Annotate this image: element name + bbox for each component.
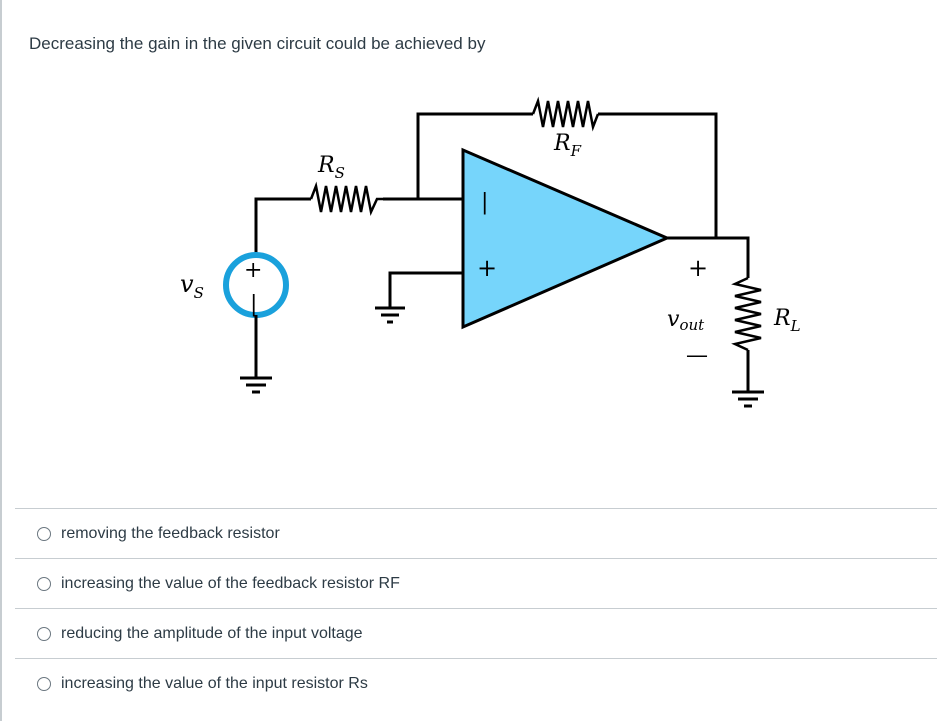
radio-button[interactable] (37, 626, 51, 641)
rf-label: RF (553, 131, 582, 160)
question-text: Decreasing the gain in the given circuit… (29, 34, 486, 53)
answer-list: removing the feedback resistor increasin… (15, 508, 937, 708)
rl-ground-icon (732, 390, 764, 408)
rf-resistor (531, 96, 600, 132)
out-plus: + (688, 254, 708, 282)
answer-option-2[interactable]: increasing the value of the feedback res… (15, 558, 937, 608)
rs-label: RS (317, 153, 345, 182)
plus-input-ground-icon (375, 306, 405, 324)
opamp-triangle (461, 147, 671, 330)
circuit-diagram: RF RS + | vS | + RL + (180, 96, 801, 408)
radio-button[interactable] (37, 526, 51, 541)
feedback-wires (416, 112, 718, 238)
answer-label: increasing the value of the input resist… (61, 674, 368, 692)
source-ground-icon (240, 376, 272, 394)
opamp-minus: | (481, 190, 488, 215)
answer-option-3[interactable]: reducing the amplitude of the input volt… (15, 608, 937, 658)
opamp-plus: + (477, 254, 497, 282)
answer-option-4[interactable]: increasing the value of the input resist… (15, 658, 937, 708)
rl-label: RL (773, 306, 801, 335)
rs-resistor (309, 181, 383, 217)
answer-label: increasing the value of the feedback res… (61, 574, 400, 592)
left-border (0, 0, 2, 721)
radio-button[interactable] (37, 676, 51, 691)
out-minus: — (686, 343, 708, 368)
input-wires (254, 197, 463, 258)
output-wire (667, 236, 750, 278)
answer-option-1[interactable]: removing the feedback resistor (15, 508, 937, 558)
radio-button[interactable] (37, 576, 51, 591)
source-minus: | (250, 292, 257, 317)
vs-label: vS (180, 270, 204, 302)
source-plus: + (244, 258, 262, 283)
answer-label: reducing the amplitude of the input volt… (61, 624, 363, 642)
rl-resistor (731, 276, 762, 352)
answer-label: removing the feedback resistor (61, 524, 280, 542)
vout-label: vout (667, 307, 705, 334)
plus-input-wire (388, 271, 463, 308)
